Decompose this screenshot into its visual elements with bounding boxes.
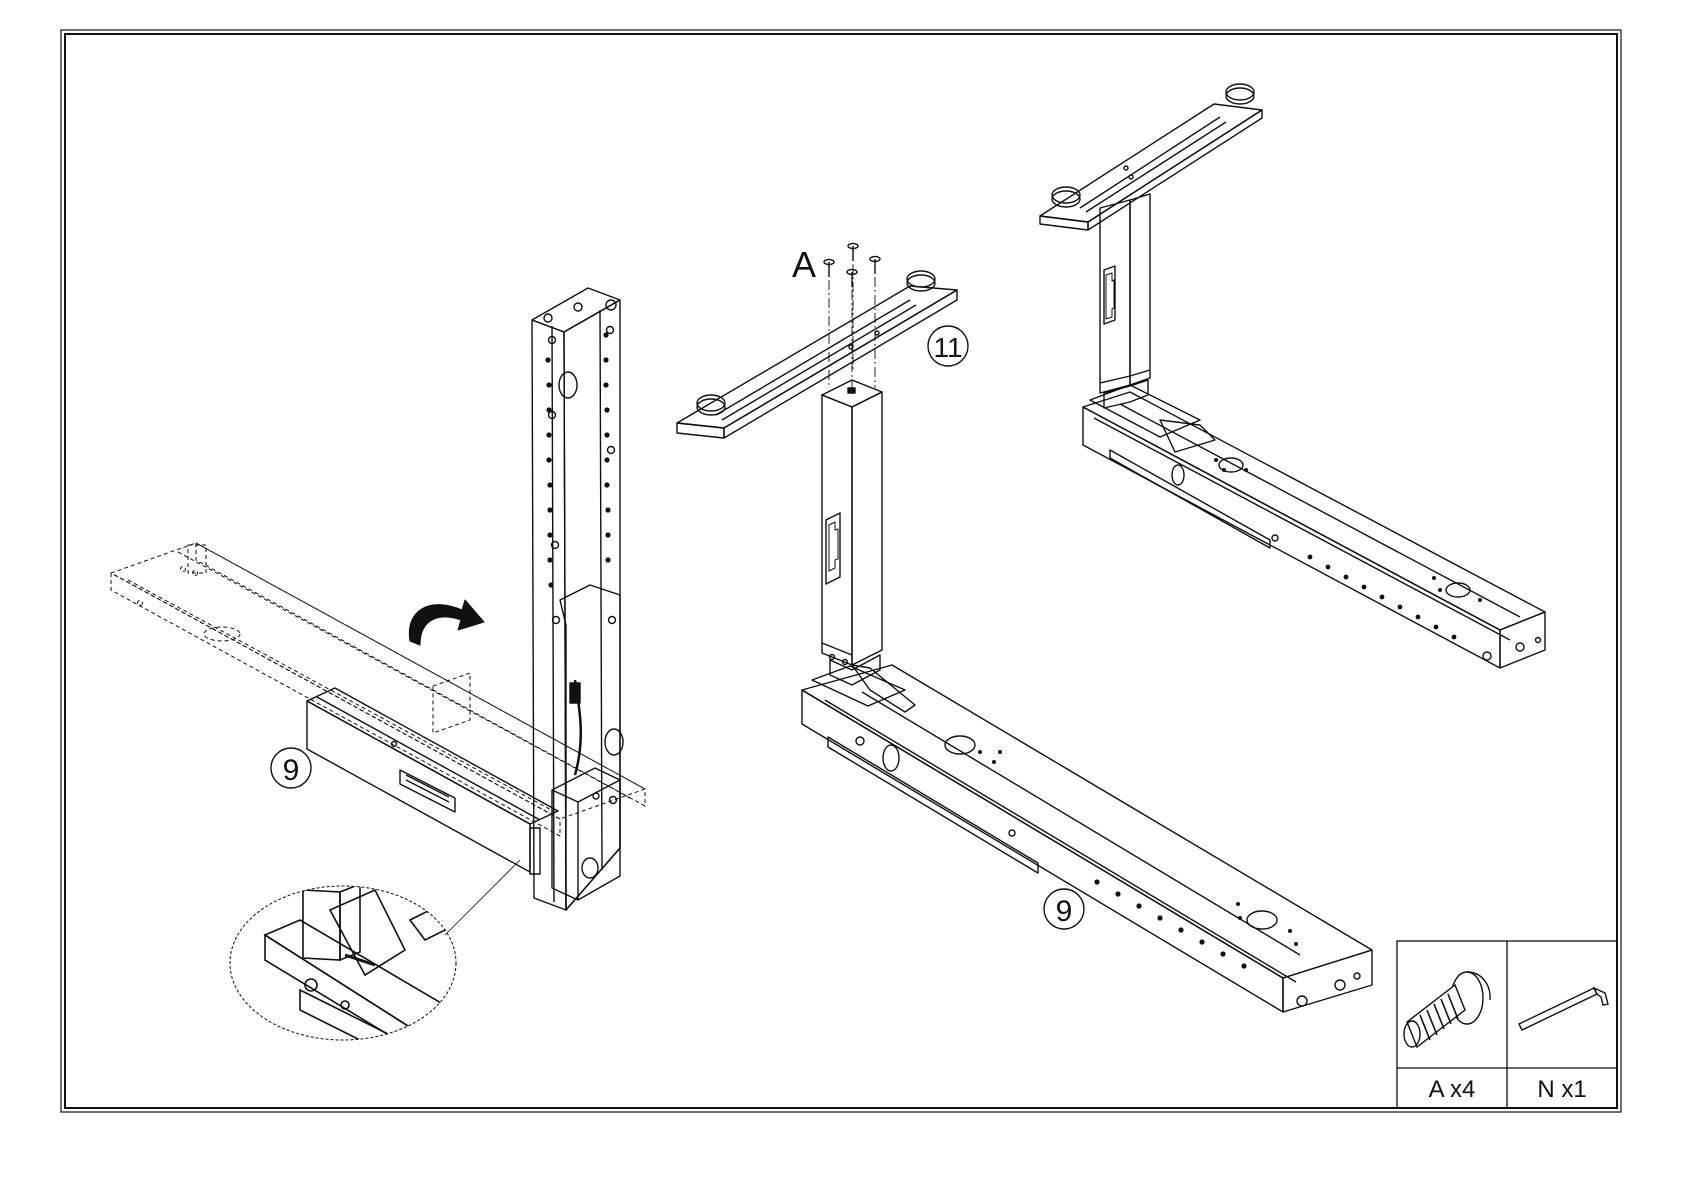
hex-key-icon [1519, 988, 1608, 1030]
hardware-a-qty: A x4 [1429, 1076, 1476, 1103]
assembled-foot [1083, 385, 1545, 668]
assembled-column [1100, 194, 1150, 408]
screws-a [824, 244, 880, 391]
screw-icon [1404, 972, 1490, 1047]
detail-view [230, 860, 520, 1070]
left-assembly [111, 288, 645, 910]
callout-9-left: 9 [283, 754, 300, 787]
screw-icon [870, 257, 880, 275]
hardware-n-qty: N x1 [1537, 1076, 1586, 1103]
callout-9-right: 9 [1056, 895, 1073, 928]
middle-assembly [677, 244, 1372, 1013]
screw-callout-label: A [792, 244, 816, 285]
screw-icon [848, 244, 858, 262]
screw-icon [824, 260, 834, 278]
right-assembly [1040, 84, 1545, 668]
rotation-arrow-icon [409, 600, 484, 645]
middle-column [822, 380, 882, 685]
assembled-top-bracket [1040, 84, 1262, 230]
middle-foot-hole-row [978, 750, 1298, 969]
callout-11: 11 [933, 332, 962, 363]
screw-icon [847, 270, 857, 288]
page-frame [61, 30, 1621, 1112]
middle-foot-part-9 [802, 665, 1372, 1012]
top-bracket-part-11 [677, 271, 957, 438]
